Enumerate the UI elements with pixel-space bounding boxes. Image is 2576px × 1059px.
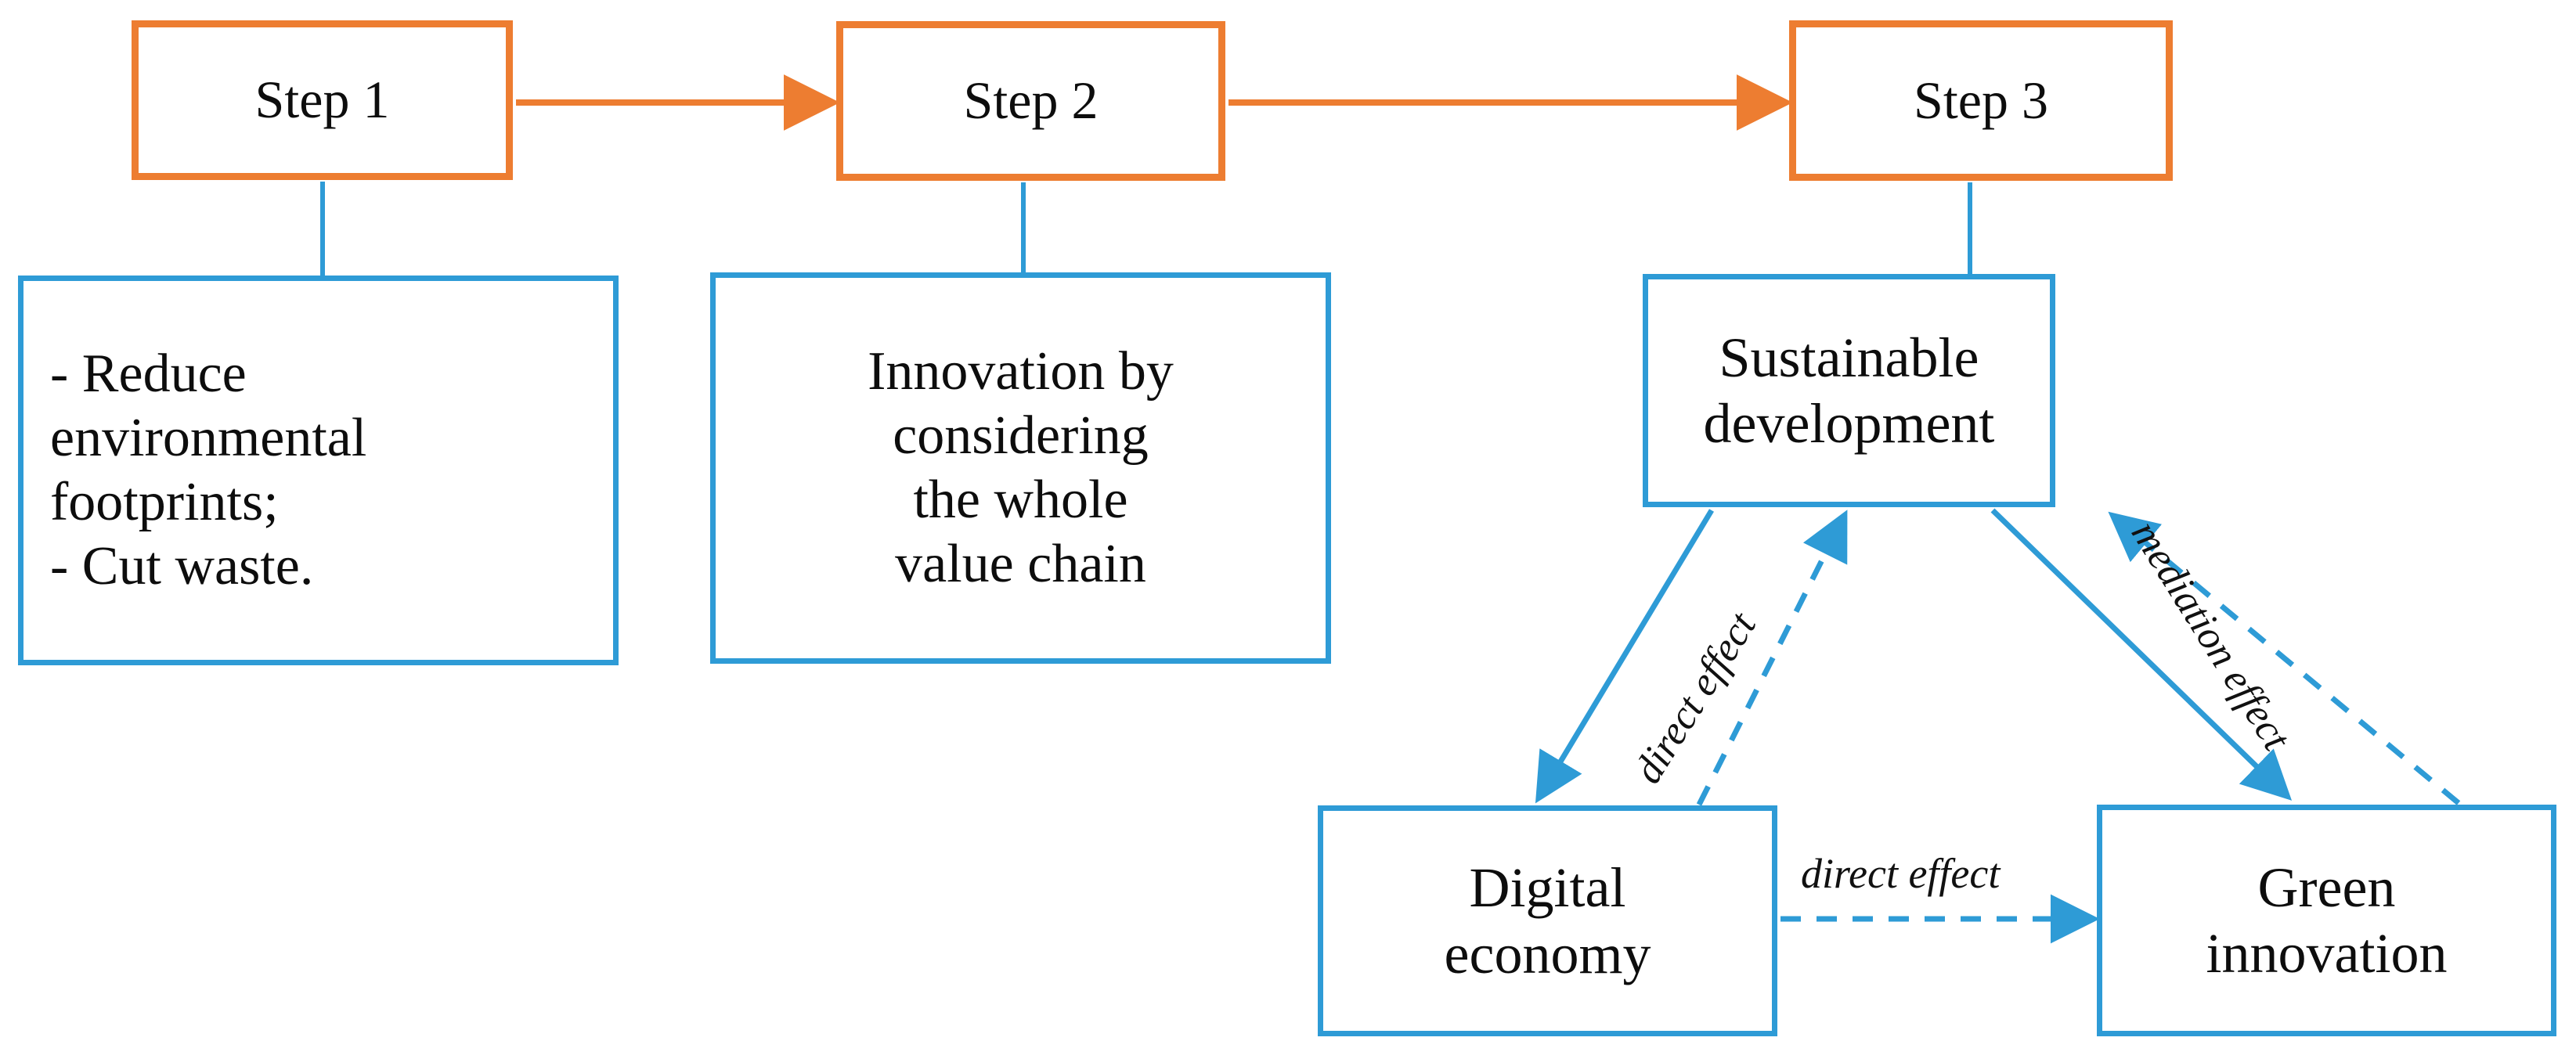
green-innovation-box[interactable]: Green innovation: [2097, 805, 2556, 1036]
step-1-box[interactable]: Step 1: [132, 20, 513, 180]
digital-economy-label: Digital economy: [1444, 856, 1651, 985]
step-2-label: Step 2: [963, 70, 1099, 131]
step-3-label: Step 3: [1914, 70, 2048, 130]
step-2-detail-label: Innovation by considering the whole valu…: [868, 341, 1174, 594]
green-innovation-label: Green innovation: [2206, 855, 2448, 985]
sustainable-development-label: Sustainable development: [1703, 326, 1995, 455]
sustainable-development-box[interactable]: Sustainable development: [1643, 274, 2055, 507]
step-2-detail-box[interactable]: Innovation by considering the whole valu…: [710, 272, 1331, 664]
arrow-digital-to-sustainable-dashed: [1696, 510, 1848, 806]
step-3-box[interactable]: Step 3: [1789, 20, 2173, 181]
step-1-detail-label: - Reduce environmental footprints; - Cut…: [50, 344, 367, 596]
step-1-detail-box[interactable]: - Reduce environmental footprints; - Cut…: [18, 276, 619, 665]
arrow-sustainable-to-digital: [1535, 509, 1714, 804]
edge-label-direct-effect-middle: direct effect: [1801, 850, 2001, 897]
digital-economy-box[interactable]: Digital economy: [1318, 805, 1777, 1036]
step-2-box[interactable]: Step 2: [836, 21, 1225, 181]
arrow-sustainable-to-green: [1990, 508, 2293, 801]
arrow-green-to-sustainable-dashed: [2108, 511, 2461, 805]
step-1-label: Step 1: [254, 70, 390, 130]
